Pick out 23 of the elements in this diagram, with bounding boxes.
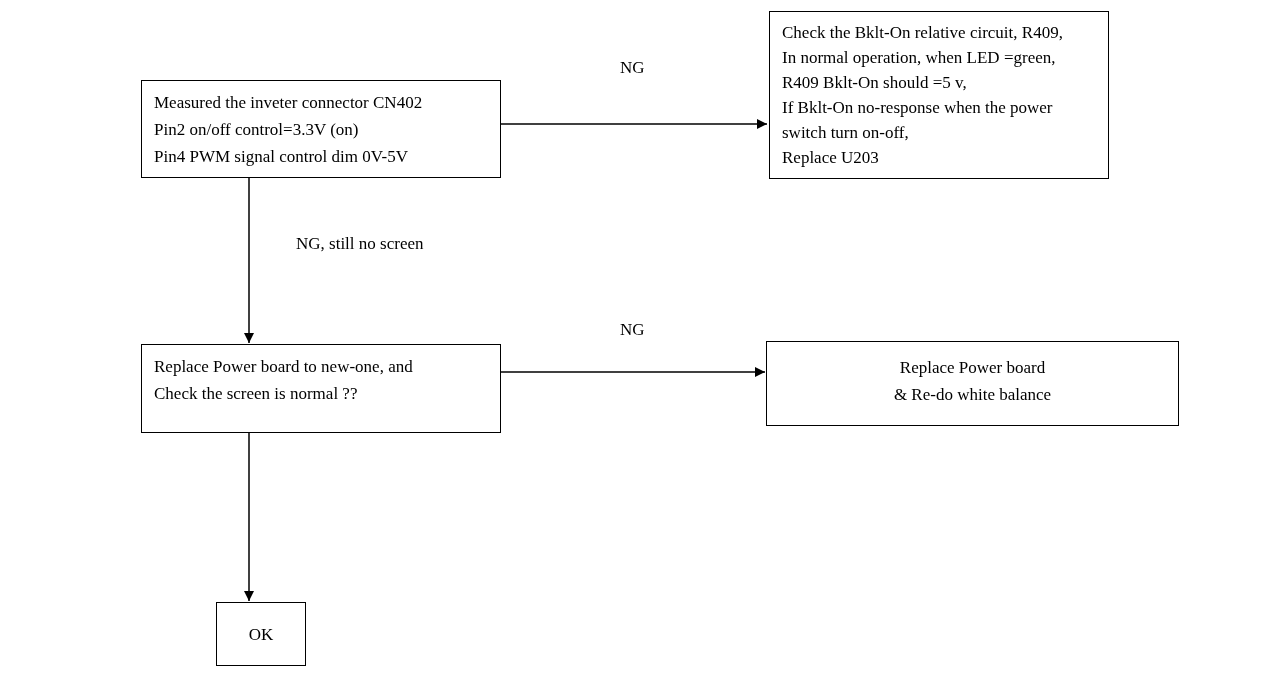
box-text: Replace Power board [898,357,1047,379]
box-text: Check the screen is normal ?? [154,383,359,405]
terminal-box [216,602,306,666]
arrow [244,432,254,602]
box-text: If Bklt-On no-response when the power switch turn on-off, [782,97,1054,144]
box-text: Replace Power board to new-one, and [154,356,414,378]
process-box [766,341,1179,426]
arrow [499,119,768,129]
arrow [499,367,766,377]
box-text: Replace U203 [782,147,880,169]
box-text: Measured the inveter connector CN402 [154,92,424,114]
box-text: OK [248,623,274,646]
arrow [244,177,254,344]
box-text: & Re-do white balance [892,384,1053,406]
box-text: Check the Bklt-On relative circuit, R409, [782,22,1064,44]
process-box [141,80,501,178]
box-text: In normal operation, when LED =green, [782,47,1057,69]
process-box [141,344,501,433]
box-text: R409 Bklt-On should =5 v, [782,72,968,94]
box-text: Pin4 PWM signal control dim 0V-5V [154,146,409,168]
process-box [769,11,1109,179]
edge-label: NG, still no screen [296,234,424,254]
box-text: Pin2 on/off control=3.3V (on) [154,119,360,141]
